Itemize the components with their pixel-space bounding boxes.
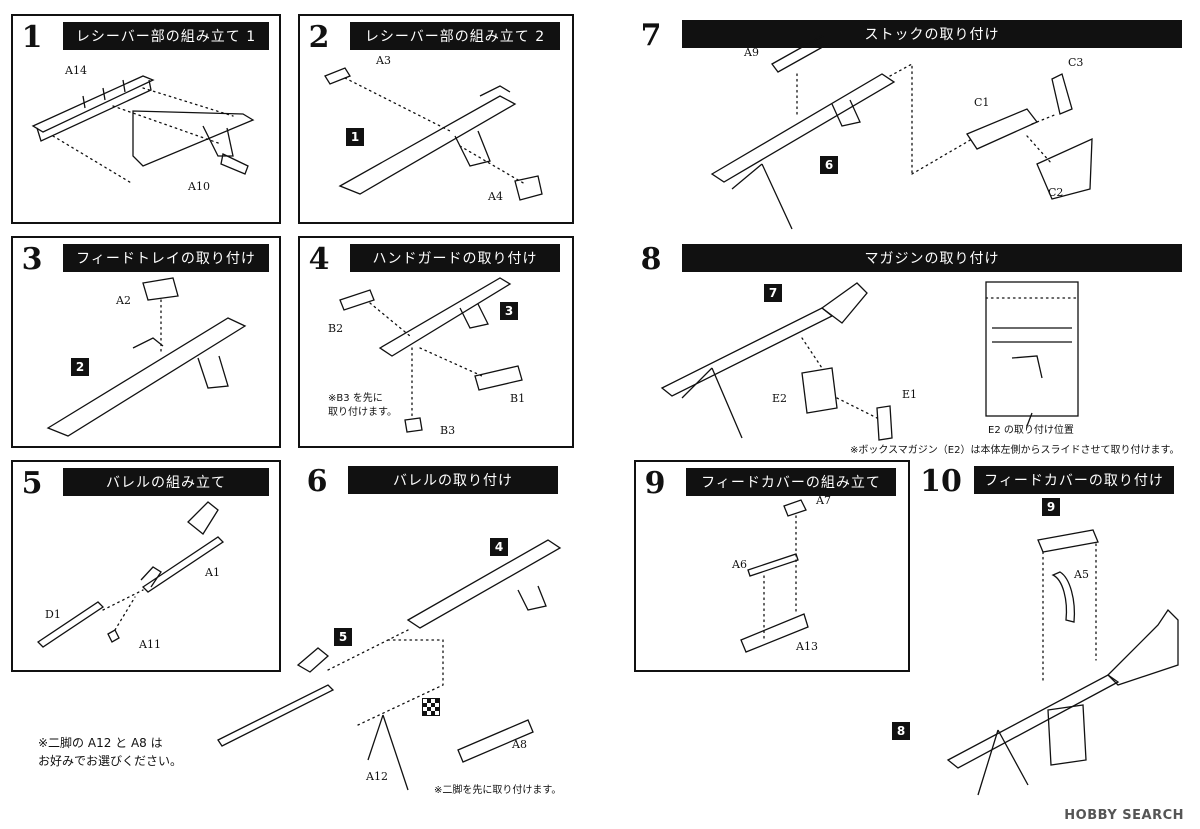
hobby-search-watermark: HOBBY SEARCH — [1064, 808, 1184, 823]
step-3-number: 3 — [21, 241, 43, 277]
barrel-attachment-drawing — [217, 539, 562, 791]
e2-position-label: E2 の取り付け位置 — [988, 425, 1074, 436]
step-1-panel: 1 レシーバー部の組み立て 1 A14 A10 — [11, 14, 281, 224]
part-a2-label: A2 — [116, 294, 131, 307]
part-a7-label: A7 — [816, 494, 831, 507]
feed-cover-attachment-drawing — [946, 529, 1179, 796]
step-9-number: 9 — [644, 465, 666, 501]
part-a13-label: A13 — [796, 640, 818, 653]
ref-step-6-marker: 6 — [820, 156, 838, 174]
ref-step-9-marker: 9 — [1042, 498, 1060, 516]
step-1-number: 1 — [21, 19, 43, 55]
barrel-assembly-drawing — [36, 501, 225, 648]
feed-tray-drawing — [46, 277, 247, 437]
part-a3-label: A3 — [376, 54, 391, 67]
step-5-number: 5 — [21, 465, 43, 501]
bipod-choice-note-line2: お好みでお選びください。 — [38, 754, 183, 768]
step-2-number: 2 — [308, 19, 330, 55]
b3-first-note-line2: 取り付けます。 — [328, 407, 397, 418]
step-9-header: 9 — [636, 462, 674, 504]
step-1-title: レシーバー部の組み立て 1 — [63, 22, 269, 50]
step-5-panel: 5 バレルの組み立て A1 D1 A11 — [11, 460, 281, 672]
part-a6-label: A6 — [732, 558, 747, 571]
b3-first-note-line1: ※B3 を先に — [328, 393, 383, 404]
step-3-panel: 3 フィードトレイの取り付け A2 2 — [11, 236, 281, 448]
step-6-title: バレルの取り付け — [348, 466, 558, 494]
step-1-header: 1 — [13, 16, 51, 58]
part-a14-label: A14 — [65, 64, 87, 77]
ref-step-2-marker: 2 — [71, 358, 89, 376]
step-9-panel: 9 フィードカバーの組み立て A7 A6 A13 — [634, 460, 910, 672]
ref-step-5-marker: 5 — [334, 628, 352, 646]
feed-cover-assembly-drawing — [740, 499, 809, 653]
step-8-number: 8 — [640, 241, 662, 277]
part-b3-label: B3 — [440, 424, 456, 437]
magazine-attachment-drawing — [660, 281, 1079, 441]
bipod-first-note: ※二脚を先に取り付けます。 — [434, 785, 562, 796]
ref-step-8-marker: 8 — [892, 722, 910, 740]
ref-step-1-marker: 1 — [346, 128, 364, 146]
part-a1-label: A1 — [205, 566, 220, 579]
step-5-title: バレルの組み立て — [63, 468, 269, 496]
step-4-title: ハンドガードの取り付け — [350, 244, 560, 272]
ref-step-7-marker: 7 — [764, 284, 782, 302]
step-7-title: ストックの取り付け — [682, 20, 1182, 48]
part-a8-label: A8 — [512, 738, 527, 751]
step-7-panel: 7 ストックの取り付け A9 C1 C3 C2 6 — [632, 14, 1188, 232]
part-e1-label: E1 — [902, 388, 918, 401]
step-8-title: マガジンの取り付け — [682, 244, 1182, 272]
bipod-choice-note-line1: ※二脚の A12 と A8 は — [38, 736, 163, 750]
step-7-number: 7 — [640, 17, 662, 53]
part-d1-label: D1 — [45, 608, 61, 621]
step-2-panel: 2 レシーバー部の組み立て 2 A3 A4 1 — [298, 14, 574, 224]
step-4-number: 4 — [308, 241, 330, 277]
step-2-title: レシーバー部の組み立て 2 — [350, 22, 560, 50]
step-10-header: 10 — [918, 460, 964, 502]
box-magazine-note: ※ボックスマガジン（E2）は本体左側からスライドさせて取り付けます。 — [850, 445, 1180, 456]
handguard-drawing — [339, 277, 523, 433]
step-10-title: フィードカバーの取り付け — [974, 466, 1174, 494]
part-c3-label: C3 — [1068, 56, 1084, 69]
step-10-panel: 10 フィードカバーの取り付け 9 A5 8 — [892, 460, 1188, 800]
step-6-header: 6 — [298, 460, 336, 502]
step-8-panel: 8 マガジンの取り付け 7 E2 E1 E2 の取り付け位置 ※ボックスマガジン… — [632, 238, 1200, 460]
ref-step-4-marker: 4 — [490, 538, 508, 556]
step-8-header: 8 — [632, 238, 670, 280]
step-7-header: 7 — [632, 14, 670, 56]
part-c1-label: C1 — [974, 96, 990, 109]
step-5-header: 5 — [13, 462, 51, 504]
part-a11-label: A11 — [139, 638, 161, 651]
part-a4-label: A4 — [488, 190, 503, 203]
receiver-assembly-2-drawing — [324, 67, 543, 201]
step-4-header: 4 — [300, 238, 338, 280]
part-b1-label: B1 — [510, 392, 526, 405]
step-2-header: 2 — [300, 16, 338, 58]
step-9-title: フィードカバーの組み立て — [686, 468, 896, 496]
step-4-panel: 4 ハンドガードの取り付け B2 B1 B3 3 ※B3 を先に 取り付けます。 — [298, 236, 574, 448]
ref-step-3-marker: 3 — [500, 302, 518, 320]
part-c2-label: C2 — [1048, 186, 1064, 199]
step-3-title: フィードトレイの取り付け — [63, 244, 269, 272]
alternative-icon — [422, 698, 440, 716]
part-a5-label: A5 — [1074, 568, 1089, 581]
part-a9-label: A9 — [744, 46, 759, 59]
receiver-assembly-1-drawing — [31, 75, 255, 185]
part-e2-label: E2 — [772, 392, 788, 405]
step-10-number: 10 — [920, 463, 962, 499]
part-b2-label: B2 — [328, 322, 344, 335]
stock-attachment-drawing — [710, 35, 1093, 230]
step-3-header: 3 — [13, 238, 51, 280]
part-a10-label: A10 — [188, 180, 210, 193]
step-6-panel: 6 バレルの取り付け 4 5 A12 A8 ※二脚を先に取り付けます。 — [217, 460, 588, 800]
step-6-number: 6 — [306, 463, 328, 499]
part-a12-label: A12 — [366, 770, 388, 783]
